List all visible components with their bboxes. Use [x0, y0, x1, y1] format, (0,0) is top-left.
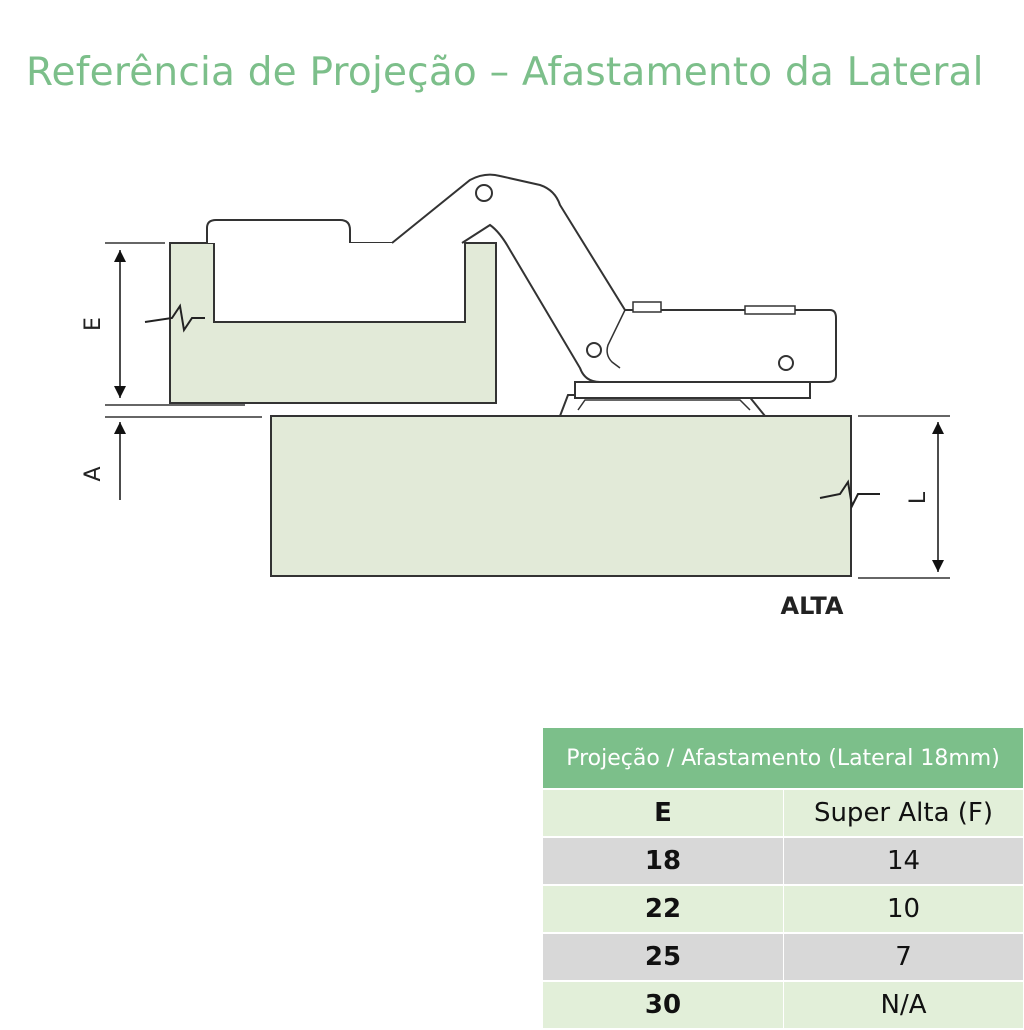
- table-row: 30 N/A: [543, 981, 1024, 1029]
- table-row: 18 14: [543, 837, 1024, 885]
- table-row: 22 10: [543, 885, 1024, 933]
- dim-l-label: L: [906, 491, 931, 504]
- dim-e-label: E: [81, 317, 106, 331]
- cell-f: N/A: [783, 981, 1024, 1029]
- mounting-plate-detail: [577, 399, 751, 411]
- hinge-diagram: E A L ALTA: [81, 173, 950, 620]
- hinge-arm-inner: [606, 309, 626, 369]
- cell-e: 22: [543, 885, 784, 933]
- table-header-row: Projeção / Afastamento (Lateral 18mm): [543, 728, 1024, 789]
- pivot-pin-right: [778, 355, 794, 371]
- cell-f: 14: [783, 837, 1024, 885]
- cell-e: 25: [543, 933, 784, 981]
- diagram-caption: ALTA: [781, 592, 844, 620]
- cell-f: 7: [783, 933, 1024, 981]
- hinge-cup: [213, 243, 466, 323]
- pivot-pin-middle: [586, 342, 602, 358]
- break-mark-side: [819, 479, 880, 510]
- hinge-clip: [632, 301, 662, 313]
- cell-f: 10: [783, 885, 1024, 933]
- column-header-e: E: [543, 789, 784, 837]
- plate-base: [574, 381, 811, 399]
- hinge-cup-flange: [206, 219, 351, 243]
- table-row: 25 7: [543, 933, 1024, 981]
- table-column-header-row: E Super Alta (F): [543, 789, 1024, 837]
- dim-a-label: A: [81, 466, 106, 481]
- cell-e: 18: [543, 837, 784, 885]
- side-panel: [270, 415, 852, 577]
- cell-e: 30: [543, 981, 784, 1029]
- hinge-arm: [391, 173, 837, 383]
- break-mark-door: [144, 303, 205, 333]
- pivot-pin-top: [475, 184, 493, 202]
- projection-table: Projeção / Afastamento (Lateral 18mm) E …: [543, 728, 1024, 1030]
- hinge-screw-block: [744, 305, 796, 315]
- table-header: Projeção / Afastamento (Lateral 18mm): [543, 728, 1024, 789]
- column-header-super-alta: Super Alta (F): [783, 789, 1024, 837]
- page-title: Referência de Projeção – Afastamento da …: [26, 50, 984, 95]
